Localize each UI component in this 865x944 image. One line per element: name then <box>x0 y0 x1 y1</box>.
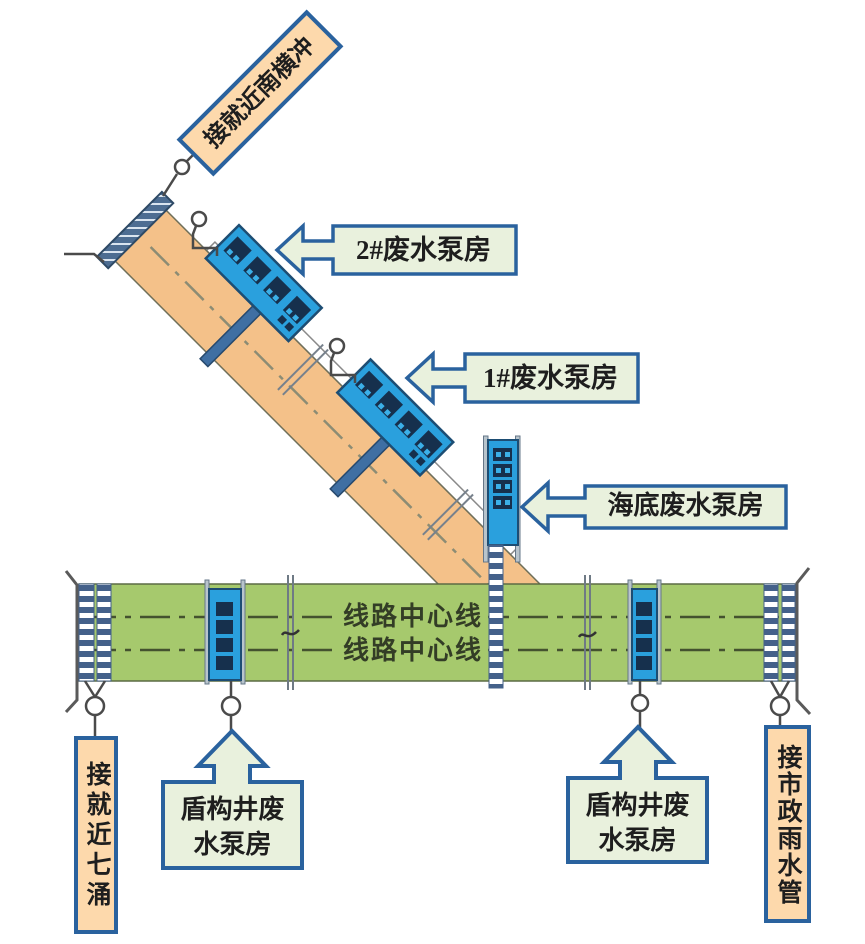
connector-circle <box>220 695 242 717</box>
connector-circle <box>769 695 791 717</box>
connector-circle <box>630 693 650 713</box>
connector-lines <box>64 150 791 738</box>
seabed-pump-symbol <box>483 435 521 563</box>
break-mark <box>577 631 597 638</box>
shield-shaft-pump-right-symbol <box>627 579 662 685</box>
inclined-tunnel <box>95 190 552 647</box>
left-end-bracket <box>64 570 79 714</box>
right-end-bracket <box>795 567 812 716</box>
connector-circle <box>84 695 106 717</box>
label-arrow-seabed-pump <box>519 479 788 535</box>
seabed-pump-shaft-ladder <box>488 544 504 689</box>
pump-station-2-symbol <box>203 223 324 343</box>
connector-circle <box>190 210 208 228</box>
label-arrow-pump2 <box>274 222 518 278</box>
tunnel-end-hatch-strips <box>78 583 796 682</box>
main-line-tunnel <box>78 575 796 690</box>
tunnel-thin-joint <box>277 343 474 541</box>
connector-circle <box>173 158 191 176</box>
label-arrow-shield-left <box>161 728 304 870</box>
break-mark <box>280 629 300 636</box>
segment-joint <box>287 575 591 690</box>
inclined-tunnel-centerline <box>149 246 517 613</box>
main-line-band <box>78 583 796 682</box>
label-box-connect-left <box>74 736 118 934</box>
label-arrow-pump1 <box>404 350 640 406</box>
connector-circle <box>328 337 346 355</box>
label-box-top-connect <box>176 9 344 177</box>
shield-shaft-pump-left-symbol <box>204 579 246 685</box>
label-arrow-shield-right <box>566 724 709 864</box>
tunnel-end-cap <box>95 190 175 270</box>
label-box-connect-right <box>764 725 811 923</box>
